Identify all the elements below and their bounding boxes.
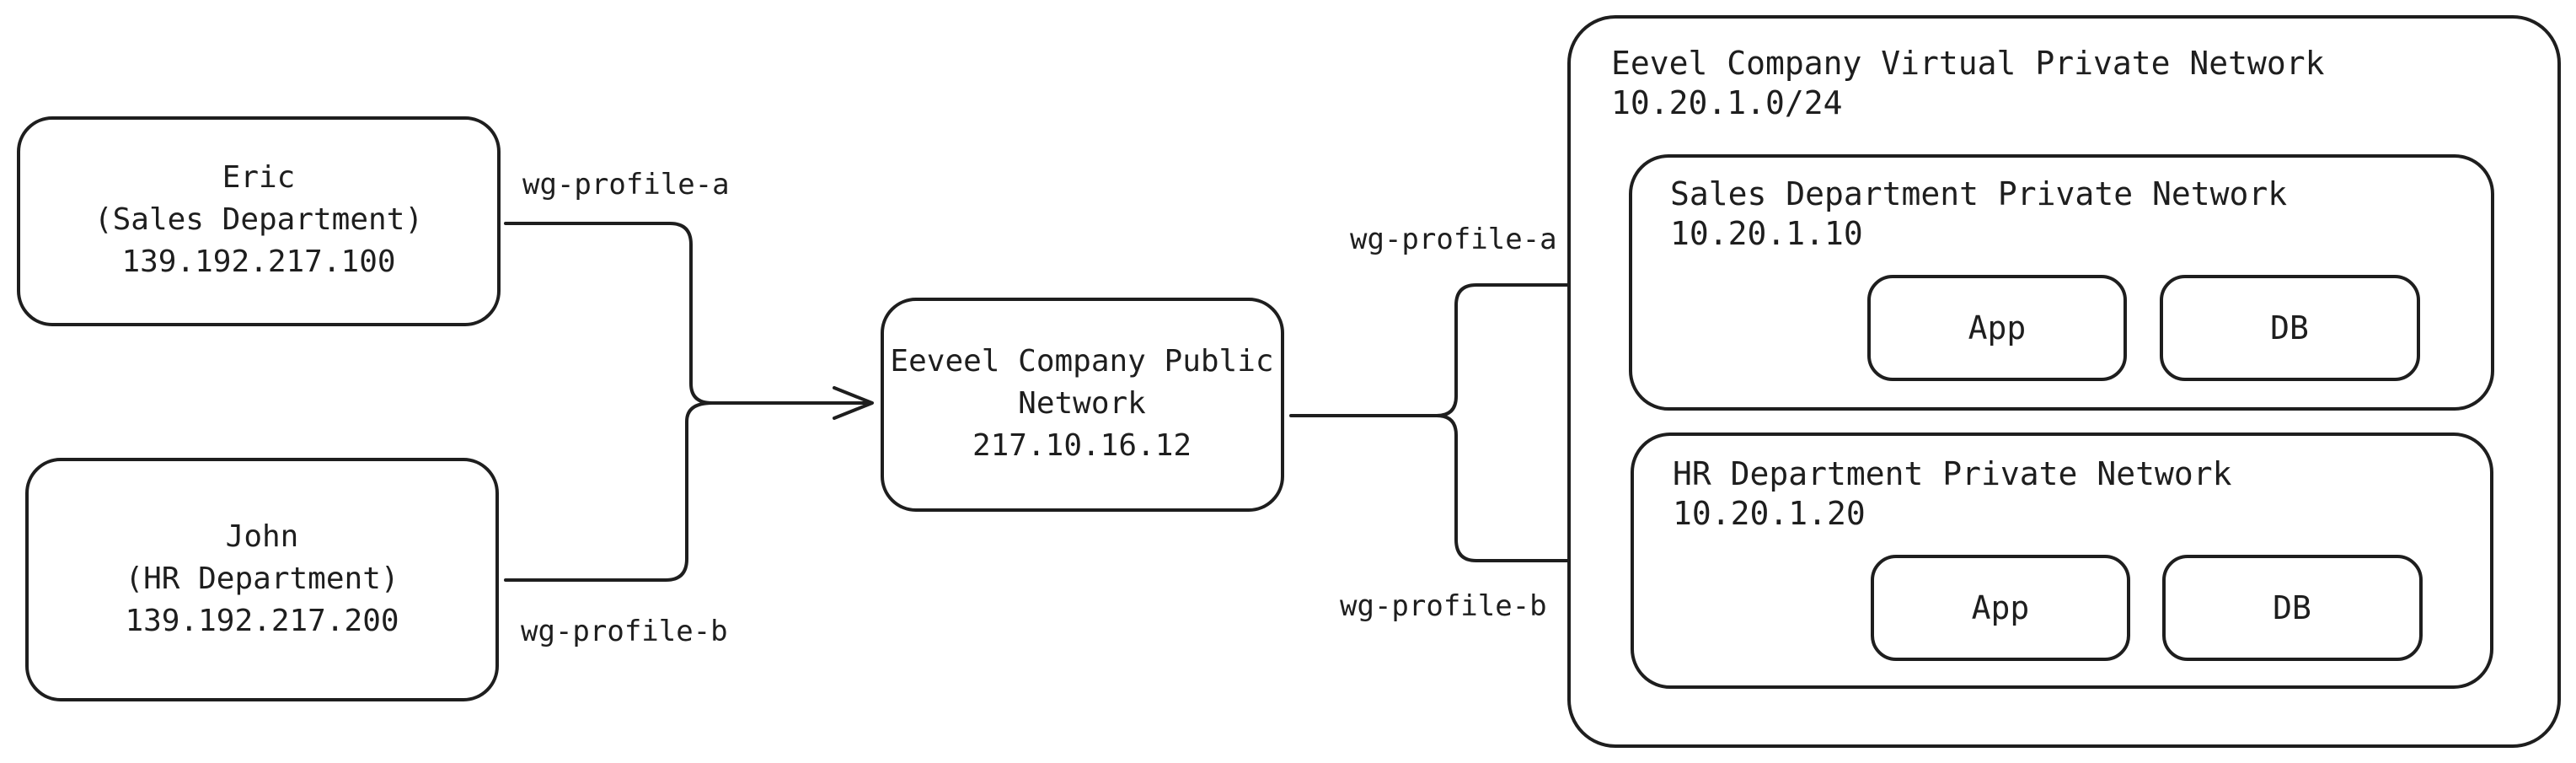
sales-app-label: App: [1968, 309, 2027, 347]
eric-name: Eric: [222, 160, 296, 195]
public-network-title-line2: Network: [1018, 386, 1146, 421]
edge-label-john: wg-profile-b: [521, 615, 728, 648]
hr-db-label: DB: [2273, 589, 2311, 626]
hr-db-node[interactable]: DB: [2162, 555, 2423, 661]
john-department: (HR Department): [125, 562, 399, 596]
hr-app-node[interactable]: App: [1871, 555, 2130, 661]
public-network-node[interactable]: Eeveel Company Public Network 217.10.16.…: [881, 298, 1284, 512]
sales-network[interactable]: Sales Department Private Network 10.20.1…: [1629, 154, 2494, 411]
john-name: John: [226, 519, 299, 554]
arrowhead-public: [833, 386, 874, 420]
public-network-ip: 217.10.16.12: [972, 428, 1192, 463]
john-node[interactable]: John (HR Department) 139.192.217.200: [25, 458, 499, 701]
vpn-subnet: 10.20.1.0/24: [1611, 84, 1843, 121]
edge-eric-to-public: [504, 222, 870, 405]
edge-john-to-public: [504, 401, 714, 582]
sales-app-node[interactable]: App: [1867, 275, 2127, 381]
sales-db-label: DB: [2270, 309, 2309, 347]
edge-label-eric: wg-profile-a: [522, 168, 730, 201]
eric-node[interactable]: Eric (Sales Department) 139.192.217.100: [17, 116, 501, 326]
edge-public-to-hr: [1435, 414, 1624, 562]
public-network-title-line1: Eeveel Company Public: [890, 344, 1273, 379]
sales-network-title: Sales Department Private Network: [1670, 175, 2287, 212]
hr-network-ip: 10.20.1.20: [1673, 495, 1866, 532]
sales-network-ip: 10.20.1.10: [1670, 215, 1863, 252]
edge-public-to-sales: [1289, 283, 1620, 417]
hr-network-title: HR Department Private Network: [1673, 455, 2232, 492]
vpn-title: Eevel Company Virtual Private Network: [1611, 45, 2325, 82]
sales-db-node[interactable]: DB: [2160, 275, 2420, 381]
eric-department: (Sales Department): [94, 202, 423, 237]
eric-ip: 139.192.217.100: [121, 244, 395, 279]
hr-network[interactable]: HR Department Private Network 10.20.1.20…: [1631, 433, 2493, 689]
hr-app-label: App: [1972, 589, 2030, 626]
edge-label-to-hr: wg-profile-b: [1340, 589, 1547, 623]
john-ip: 139.192.217.200: [125, 604, 399, 638]
edge-label-to-sales: wg-profile-a: [1350, 223, 1557, 256]
